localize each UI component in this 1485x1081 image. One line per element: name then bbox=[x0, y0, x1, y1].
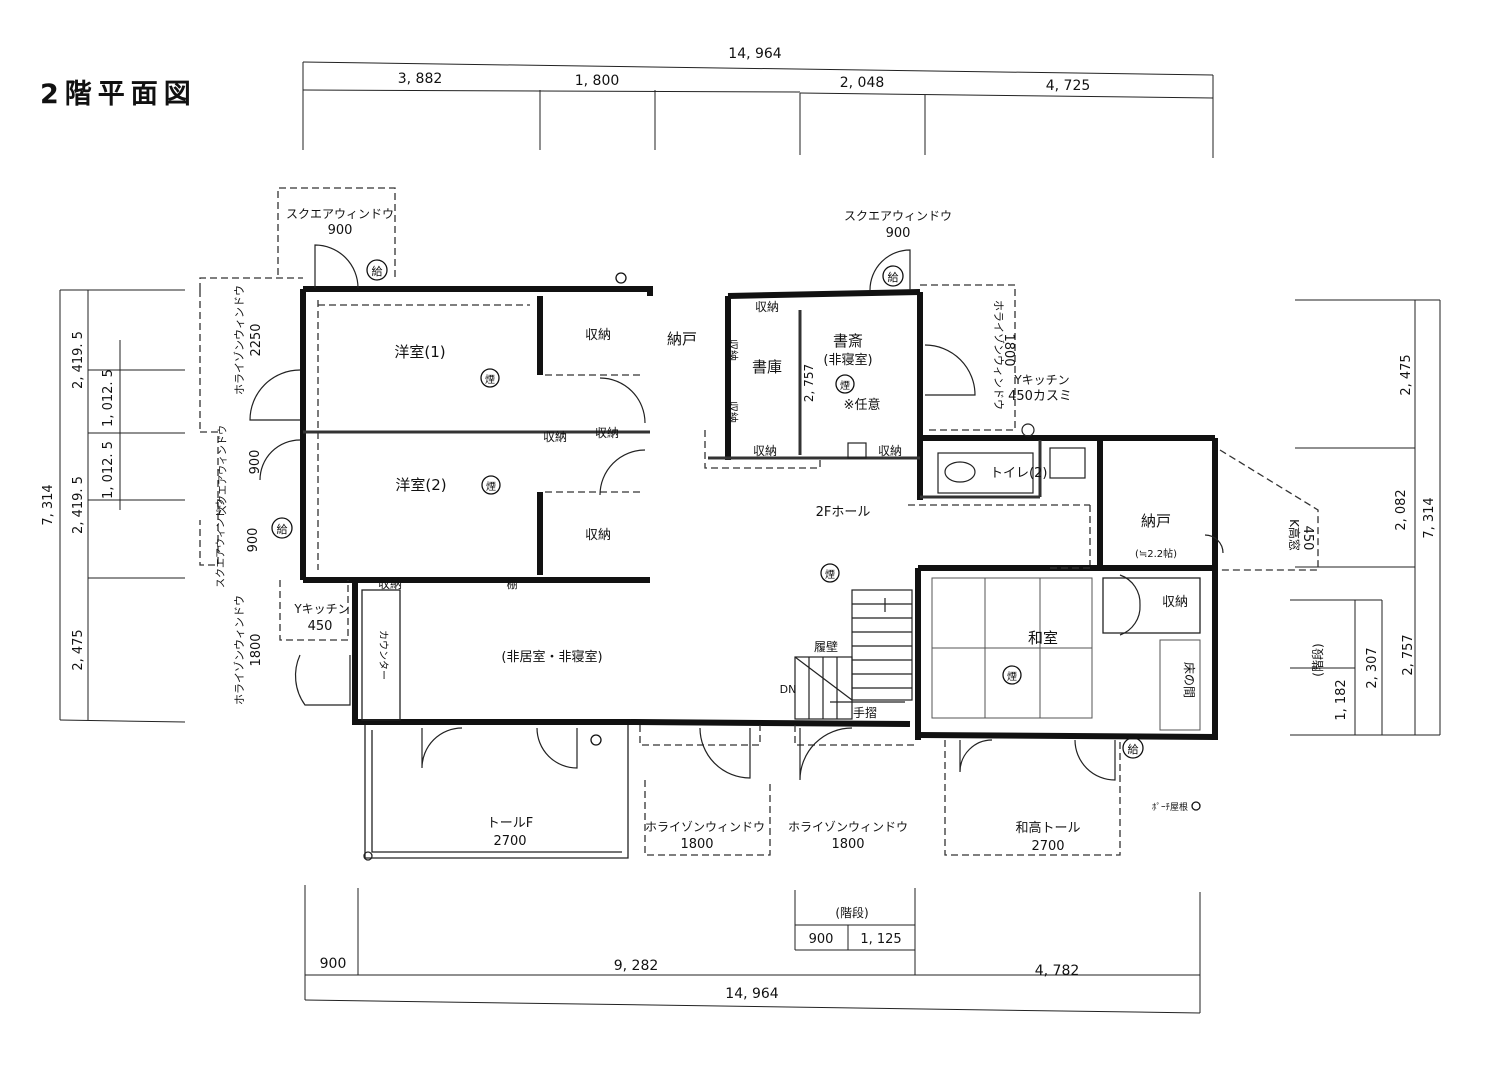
room-storage: 収納 bbox=[755, 300, 779, 314]
dim-right-stair: 2, 307 bbox=[1365, 647, 1380, 688]
window-size: 2700 bbox=[493, 834, 526, 849]
dim-stair-seg: 900 bbox=[809, 932, 834, 947]
room-storage-v: 収納 bbox=[726, 339, 739, 361]
window-label: K高窓 bbox=[1287, 519, 1302, 551]
supply-icon: 給 bbox=[1128, 742, 1139, 756]
page-title: 2階平面図 bbox=[40, 79, 197, 110]
window-label: ホライゾンウィンドウ bbox=[645, 820, 765, 834]
window-label: ホライゾンウィンドウ bbox=[233, 595, 246, 705]
room-hikyoshitsu: (非居室・非寝室) bbox=[501, 649, 602, 665]
window-label: Yキッチン bbox=[1013, 373, 1069, 387]
handrail-label: 手摺 bbox=[853, 705, 877, 720]
dim-left-outer: 2, 419. 5 bbox=[71, 476, 86, 534]
room-storage-v: 収納 bbox=[726, 401, 739, 423]
room-shoko: 書庫 bbox=[752, 358, 782, 376]
dim-bottom-total: 14, 964 bbox=[725, 986, 779, 1002]
dim-top-seg: 1, 800 bbox=[575, 73, 620, 89]
window-size: 900 bbox=[886, 226, 911, 241]
dim-right-seg: 2, 082 bbox=[1394, 489, 1409, 530]
window-label: ホライゾンウィンドウ bbox=[992, 300, 1005, 410]
room-storage: 収納 bbox=[878, 444, 902, 458]
supply-icon: 給 bbox=[277, 522, 288, 536]
window-label: スクエアウィンドウ bbox=[217, 425, 229, 515]
window-label: スクエアウィンドウ bbox=[286, 207, 394, 221]
dn-label: DN bbox=[780, 683, 797, 696]
smoke-icon: 煙 bbox=[840, 380, 850, 392]
room-storage: 収納 bbox=[543, 430, 567, 444]
dim-right-stair-label: (階段) bbox=[1310, 643, 1325, 676]
room-shosai-note: (非寝室) bbox=[823, 352, 872, 368]
room-nando: 納戸 bbox=[667, 330, 697, 348]
window-size: 900 bbox=[248, 450, 263, 475]
dim-top-seg: 2, 048 bbox=[840, 75, 885, 91]
window-size: 1800 bbox=[680, 837, 713, 852]
room-tokonoma: 床の間 bbox=[1182, 662, 1196, 698]
smoke-icon: 煙 bbox=[486, 481, 496, 493]
porch-label: ﾎﾟｰﾁ屋根 bbox=[1152, 801, 1188, 813]
dim-top-seg: 4, 725 bbox=[1046, 78, 1091, 94]
kutsuzuri-label: 履壁 bbox=[814, 639, 838, 654]
window-size: 450カスミ bbox=[1008, 389, 1072, 404]
dim-stair-label: (階段) bbox=[835, 905, 868, 920]
room-shosai: 書斎 bbox=[833, 332, 863, 350]
room-toilet: トイレ(2) bbox=[990, 466, 1047, 481]
room-storage: 収納 bbox=[1162, 595, 1188, 610]
dim-left-total: 7, 314 bbox=[41, 484, 56, 525]
smoke-icon: 煙 bbox=[825, 569, 835, 581]
room-hall: 2Fホール bbox=[816, 505, 871, 520]
dim-left-outer: 2, 419. 5 bbox=[71, 331, 86, 389]
window-label: Yキッチン bbox=[293, 602, 349, 616]
window-label: 和高トール bbox=[1015, 820, 1080, 836]
shelf-label: 棚 bbox=[507, 577, 518, 591]
room-nando2: 納戸 bbox=[1141, 512, 1171, 530]
window-label: トールF bbox=[487, 816, 533, 831]
smoke-icon: 煙 bbox=[1007, 671, 1017, 683]
dim-757: 2, 757 bbox=[802, 364, 816, 402]
room-storage: 収納 bbox=[753, 444, 777, 458]
window-label: スクエアウィンドウ bbox=[215, 498, 227, 588]
dim-bottom-seg: 9, 282 bbox=[614, 958, 659, 974]
window-size: 900 bbox=[246, 528, 261, 553]
dim-top-total: 14, 964 bbox=[728, 46, 782, 62]
window-size: 450 bbox=[308, 619, 333, 634]
dim-left-inner: 1, 012. 5 bbox=[101, 369, 116, 427]
window-label: ホライゾンウィンドウ bbox=[233, 285, 246, 395]
dim-bottom-seg: 900 bbox=[320, 956, 347, 972]
room-optional: ※任意 bbox=[844, 397, 881, 413]
window-size: 1800 bbox=[249, 633, 264, 666]
room-storage: 収納 bbox=[585, 328, 611, 343]
room-washitsu: 和室 bbox=[1028, 629, 1058, 647]
window-size: 2700 bbox=[1031, 839, 1064, 854]
dim-right-total: 7, 314 bbox=[1422, 497, 1437, 538]
window-label: ホライゾンウィンドウ bbox=[788, 820, 908, 834]
window-label: スクエアウィンドウ bbox=[844, 209, 952, 223]
room-western2: 洋室(2) bbox=[395, 476, 446, 494]
dim-stair-seg: 1, 125 bbox=[860, 932, 901, 947]
room-nando2-note: (≒2.2帖) bbox=[1135, 547, 1177, 560]
dim-right-seg: 2, 475 bbox=[1399, 354, 1414, 395]
room-storage: 収納 bbox=[378, 577, 402, 591]
dim-left-outer: 2, 475 bbox=[71, 629, 86, 670]
supply-icon: 給 bbox=[372, 264, 383, 278]
window-size: 2250 bbox=[249, 323, 264, 356]
window-size: 1800 bbox=[1001, 333, 1016, 366]
dim-right-stair: 1, 182 bbox=[1334, 679, 1349, 720]
window-size: 900 bbox=[328, 223, 353, 238]
smoke-icon: 煙 bbox=[485, 374, 495, 386]
room-storage: 収納 bbox=[585, 528, 611, 543]
room-western1: 洋室(1) bbox=[394, 343, 445, 361]
dim-bottom-seg: 4, 782 bbox=[1035, 963, 1080, 979]
room-storage: 収納 bbox=[595, 426, 619, 440]
window-size: 1800 bbox=[831, 837, 864, 852]
counter-label: カウンター bbox=[377, 630, 389, 680]
dim-right-seg: 2, 757 bbox=[1401, 634, 1416, 675]
dim-left-inner: 1, 012. 5 bbox=[101, 441, 116, 499]
window-size: 450 bbox=[1300, 526, 1315, 551]
dim-top-seg: 3, 882 bbox=[398, 71, 443, 87]
supply-icon: 給 bbox=[888, 270, 899, 284]
